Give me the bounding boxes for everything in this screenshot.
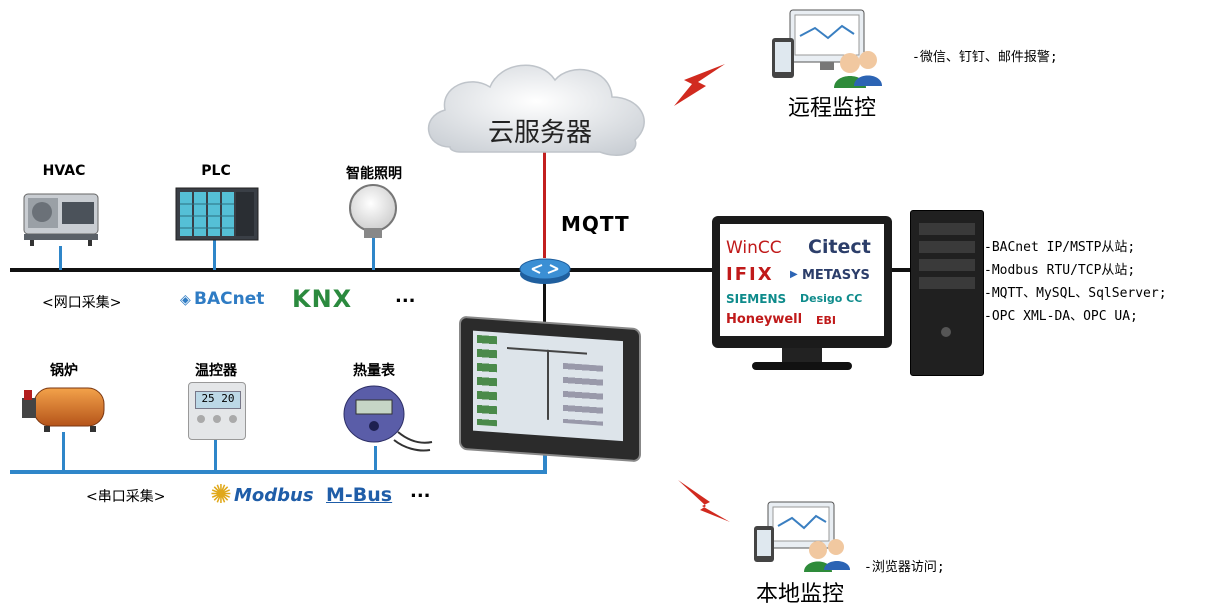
local-label: 本地监控 bbox=[755, 582, 845, 607]
cloud-label: 云服务器 bbox=[487, 118, 593, 148]
hvac-drop bbox=[59, 246, 62, 270]
plc-label: PLC bbox=[201, 163, 231, 179]
panel-serial-drop bbox=[543, 452, 547, 474]
scada-monitor: WinCC Citect IFIX ▶ METASYS SIEMENS Desi… bbox=[712, 216, 892, 348]
plc-icon bbox=[175, 187, 259, 241]
mqtt-label: MQTT bbox=[561, 212, 630, 236]
ethernet-bus bbox=[10, 268, 928, 272]
brand-citect: Citect bbox=[808, 236, 871, 258]
ethernet-caption: <网口采集> bbox=[42, 295, 122, 311]
panel-ethernet-drop bbox=[543, 272, 546, 324]
lighting-drop bbox=[372, 238, 375, 270]
mbus-logo: M-Bus bbox=[326, 484, 393, 506]
gateway-touch-panel bbox=[459, 315, 641, 463]
wireless-bolt-icon bbox=[674, 64, 725, 106]
plc-drop bbox=[213, 240, 216, 270]
serial-bus bbox=[10, 470, 546, 474]
brand-ifix: IFIX bbox=[726, 264, 774, 285]
bacnet-icon: ◈ bbox=[180, 292, 191, 308]
remote-label: 远程监控 bbox=[787, 96, 877, 121]
local-monitor-icon bbox=[754, 501, 850, 572]
feature-item: -MQTT、MySQL、SqlServer; bbox=[984, 286, 1167, 301]
thermostat-device: 25 20 bbox=[188, 382, 246, 440]
modbus-logo: Modbus bbox=[234, 485, 314, 506]
monitor-base bbox=[752, 362, 852, 370]
heat-meter-icon bbox=[343, 385, 433, 452]
feature-list: -BACnet IP/MSTP从站; -Modbus RTU/TCP从站; -M… bbox=[984, 236, 1167, 328]
wireless-bolt-local-icon bbox=[678, 480, 730, 522]
thermostat-label: 温控器 bbox=[195, 363, 237, 379]
panel-screen bbox=[473, 330, 623, 442]
metasys-icon: ▶ bbox=[790, 269, 798, 280]
modbus-icon: ✺ bbox=[210, 480, 232, 510]
boiler-drop bbox=[62, 432, 65, 472]
mqtt-link bbox=[543, 148, 546, 258]
remote-monitor-icon bbox=[772, 9, 882, 88]
boiler-icon bbox=[22, 387, 105, 432]
remote-note: -微信、钉钉、邮件报警; bbox=[912, 50, 1058, 65]
hvac-unit-icon bbox=[23, 193, 99, 246]
hvac-label: HVAC bbox=[42, 163, 86, 179]
bacnet-logo: BACnet bbox=[194, 289, 265, 309]
ethernet-more: ... bbox=[395, 286, 416, 307]
feature-item: -BACnet IP/MSTP从站; bbox=[984, 240, 1136, 255]
brand-ebi: EBI bbox=[816, 314, 836, 327]
brand-honeywell: Honeywell bbox=[726, 312, 803, 327]
heatmeter-label: 热量表 bbox=[353, 363, 395, 379]
brand-desigo: Desigo CC bbox=[800, 292, 863, 305]
monitor-stand bbox=[782, 348, 822, 362]
feature-item: -OPC XML-DA、OPC UA; bbox=[984, 309, 1138, 324]
local-note: -浏览器访问; bbox=[864, 560, 945, 575]
thermostat-display: 25 20 bbox=[195, 391, 241, 409]
lighting-label: 智能照明 bbox=[346, 166, 402, 182]
cloud-icon bbox=[428, 64, 645, 156]
serial-more: ... bbox=[410, 481, 431, 502]
brand-metasys: METASYS bbox=[802, 268, 870, 283]
pc-tower bbox=[910, 210, 984, 376]
feature-item: -Modbus RTU/TCP从站; bbox=[984, 263, 1136, 278]
scada-screen: WinCC Citect IFIX ▶ METASYS SIEMENS Desi… bbox=[720, 224, 884, 336]
brand-siemens: SIEMENS bbox=[726, 292, 787, 306]
lightbulb-icon bbox=[349, 184, 397, 238]
thermostat-drop bbox=[214, 440, 217, 472]
boiler-label: 锅炉 bbox=[50, 363, 78, 379]
brand-wincc: WinCC bbox=[726, 238, 782, 258]
router-icon bbox=[519, 258, 571, 284]
heatmeter-drop bbox=[374, 446, 377, 472]
serial-caption: <串口采集> bbox=[86, 489, 166, 505]
knx-logo: KNX bbox=[292, 285, 353, 313]
